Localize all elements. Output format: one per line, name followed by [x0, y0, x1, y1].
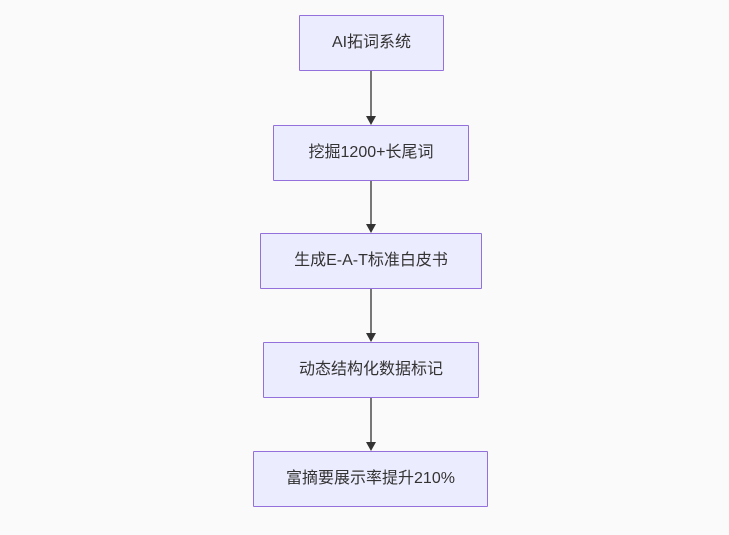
flow-node-structured-data-markup: 动态结构化数据标记	[263, 342, 479, 398]
flow-node-label: AI拓词系统	[331, 34, 412, 52]
edge-line-c-d	[370, 289, 372, 333]
edge-line-a-b	[370, 71, 372, 116]
flow-node-label: 生成E-A-T标准白皮书	[294, 252, 448, 270]
flow-node-longtail-mining: 挖掘1200+长尾词	[273, 125, 469, 181]
arrowhead-down-icon	[366, 333, 376, 342]
flow-node-rich-snippet-result: 富摘要展示率提升210%	[253, 451, 488, 507]
edge-line-d-e	[370, 398, 372, 442]
flow-node-eat-whitepaper: 生成E-A-T标准白皮书	[260, 233, 482, 289]
flow-node-ai-keyword-system: AI拓词系统	[299, 15, 444, 71]
arrowhead-down-icon	[366, 224, 376, 233]
flow-node-label: 富摘要展示率提升210%	[286, 470, 455, 488]
flow-node-label: 挖掘1200+长尾词	[308, 144, 434, 162]
arrowhead-down-icon	[366, 442, 376, 451]
arrowhead-down-icon	[366, 116, 376, 125]
flow-node-label: 动态结构化数据标记	[298, 361, 443, 379]
edge-line-b-c	[370, 181, 372, 224]
